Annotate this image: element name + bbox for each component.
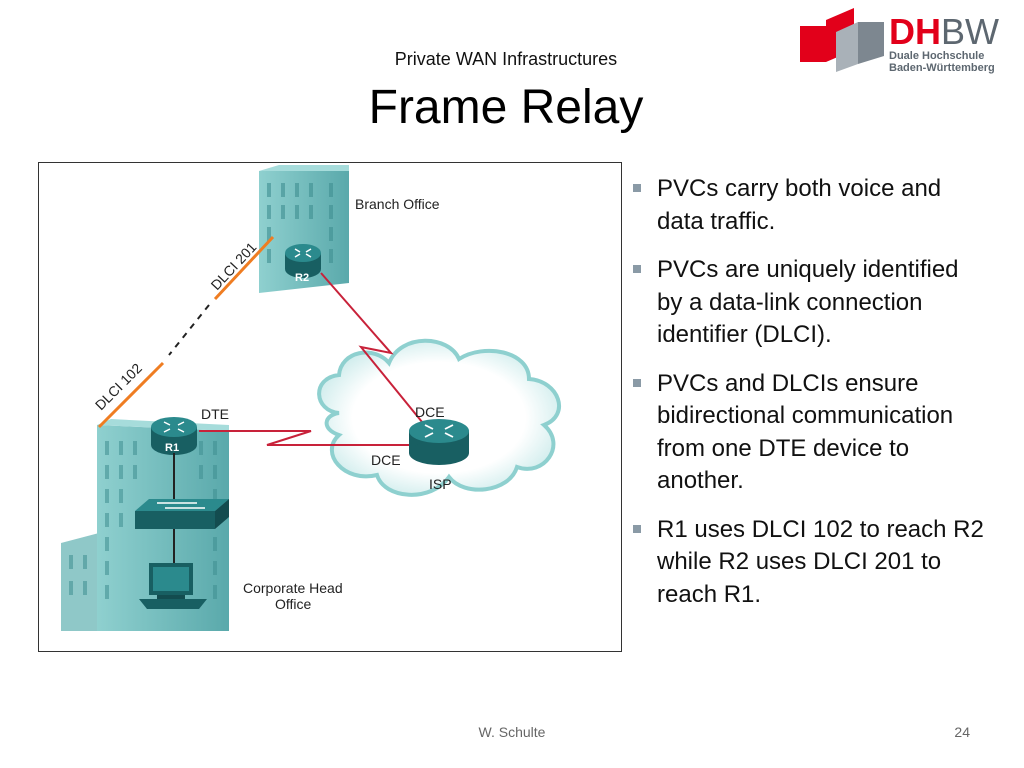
page-number: 24 <box>954 724 970 740</box>
logo-line-1: Duale Hochschule <box>889 50 985 62</box>
pvc-dlci-201-line <box>213 235 275 301</box>
branch-office-label: Branch Office <box>355 196 440 212</box>
corporate-office-label-line-2: Office <box>275 596 312 612</box>
dhbw-logo-icon <box>800 8 884 72</box>
pc-icon <box>139 563 207 609</box>
router-r1-label: R1 <box>165 442 179 454</box>
bullet-square-icon <box>633 184 641 192</box>
logo-wordmark: DHBW <box>889 11 999 52</box>
router-r2-icon <box>285 244 321 278</box>
bullet-square-icon <box>633 265 641 273</box>
isp-label: ISP <box>429 476 452 492</box>
frame-relay-cloud-icon <box>317 338 562 497</box>
pvc-dashed-line <box>168 304 210 356</box>
logo-line-2: Baden-Württemberg <box>889 62 995 74</box>
bullet-list: PVCs carry both voice and data traffic. … <box>630 173 990 627</box>
slide-title: Frame Relay <box>368 81 644 134</box>
bullet-item: PVCs are uniquely identified by a data-l… <box>630 254 990 352</box>
bullet-square-icon <box>633 378 641 387</box>
dlci-102-label: DLCI 102 <box>92 360 145 413</box>
dhbw-logo-text: DHBW Duale Hochschule Baden-Württemberg <box>889 11 999 75</box>
corporate-office-label-line-1: Corporate Head <box>243 580 343 596</box>
bullet-item: PVCs carry both voice and data traffic. <box>630 173 990 238</box>
dlci-201-label: DLCI 201 <box>207 239 259 293</box>
slide-subtitle: Private WAN Infrastructures <box>394 49 618 69</box>
diagram-canvas: Branch Office Corporate Head Office <box>61 165 562 631</box>
dte-label: DTE <box>201 406 229 422</box>
router-r2-label: R2 <box>295 272 309 284</box>
router-isp-icon <box>409 419 469 465</box>
switch-icon <box>135 499 229 529</box>
footer-author: W. Schulte <box>478 724 546 740</box>
bullet-square-icon <box>633 524 641 533</box>
router-r1-icon <box>151 417 197 455</box>
serial-link-r1-isp <box>199 430 411 446</box>
dce-top-label: DCE <box>415 404 445 420</box>
pvc-dlci-102-line <box>97 361 165 429</box>
bullet-item: R1 uses DLCI 102 to reach R2 while R2 us… <box>630 514 990 612</box>
branch-office-building-icon <box>259 165 349 293</box>
dce-left-label: DCE <box>371 452 401 468</box>
frame-relay-diagram: Branch Office Corporate Head Office <box>38 162 622 652</box>
serial-link-r2-isp <box>320 272 432 434</box>
bullet-item: PVCs and DLCIs ensure bidirectional comm… <box>630 368 990 498</box>
